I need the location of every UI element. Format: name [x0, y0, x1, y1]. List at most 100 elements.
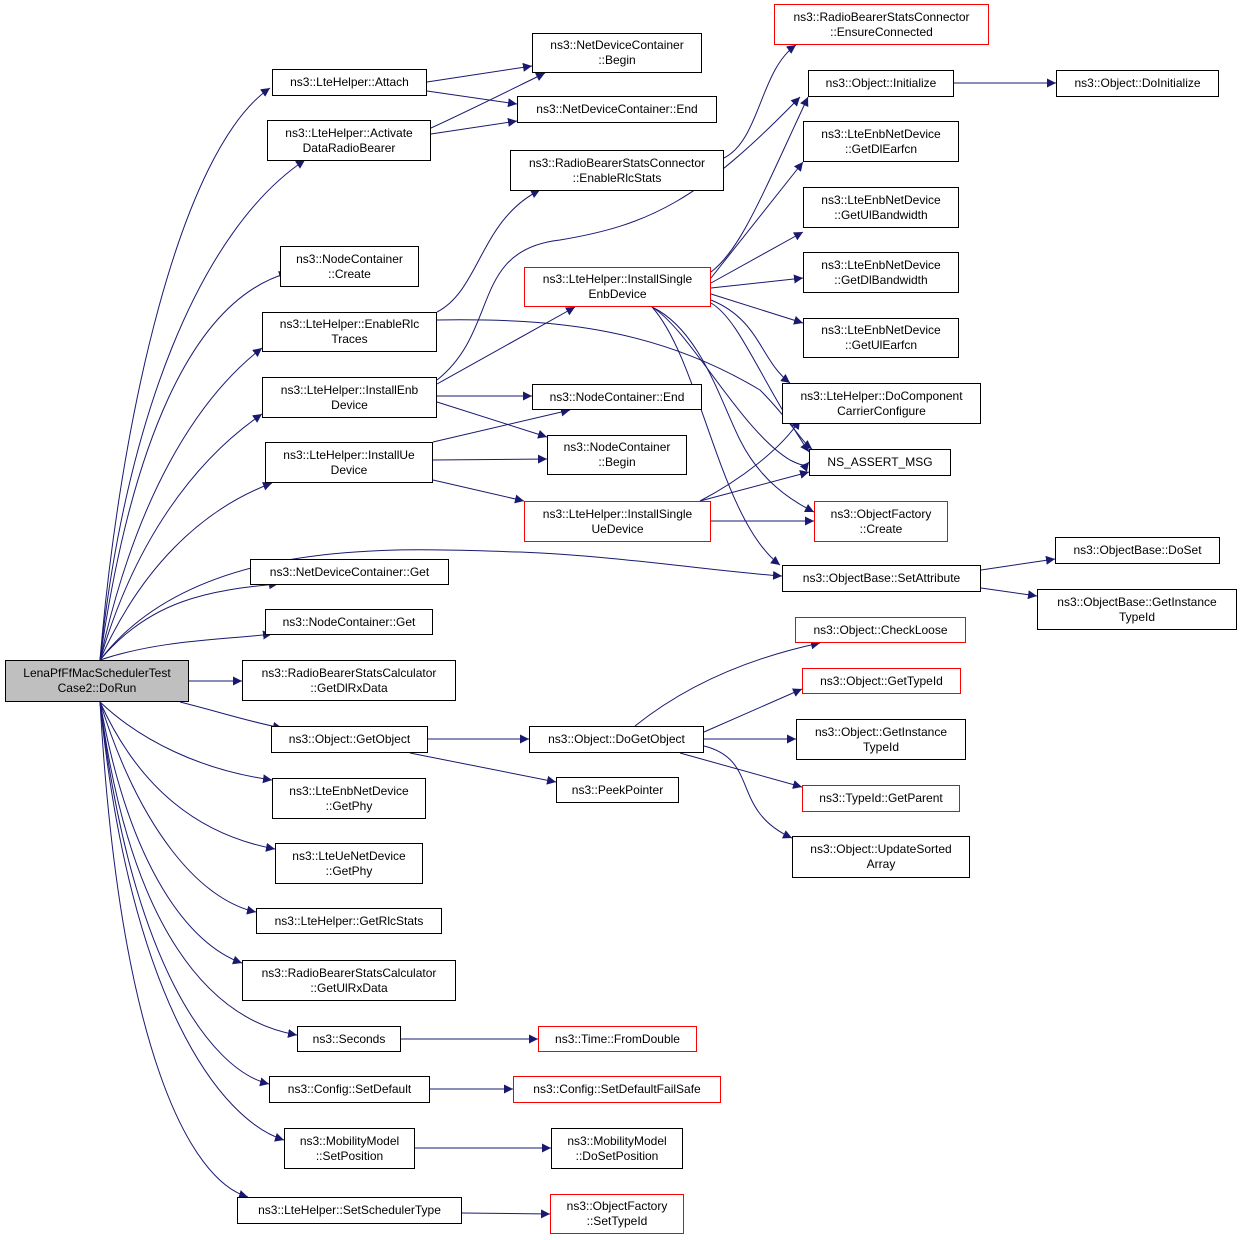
- node-label-line1: ns3::LteHelper::InstallEnb: [280, 382, 419, 397]
- node-nc-end[interactable]: ns3::NodeContainer::End: [532, 384, 702, 410]
- node-objectbase-set-attribute[interactable]: ns3::ObjectBase::SetAttribute: [782, 565, 981, 592]
- node-time-from-double[interactable]: ns3::Time::FromDouble: [538, 1026, 697, 1052]
- node-label-line1: ns3::Object::GetInstance: [814, 724, 948, 739]
- call-edge: [634, 640, 821, 727]
- node-label-line2: ::EnsureConnected: [830, 24, 933, 39]
- node-install-enb-device[interactable]: ns3::LteHelper::InstallEnb Device: [262, 377, 437, 418]
- node-label: ns3::LteHelper::Attach: [290, 75, 409, 89]
- node-config-set-default[interactable]: ns3::Config::SetDefault: [269, 1076, 430, 1103]
- node-object-get-typeid[interactable]: ns3::Object::GetTypeId: [802, 668, 961, 694]
- node-objectbase-doset[interactable]: ns3::ObjectBase::DoSet: [1055, 537, 1220, 564]
- node-label-line2: ::GetUlRxData: [310, 980, 388, 995]
- node-label-line1: ns3::LteHelper::InstallSingle: [542, 272, 693, 286]
- call-edge: [99, 701, 285, 1142]
- node-root-dorun[interactable]: LenaPfFfMacSchedulerTest Case2::DoRun: [5, 660, 189, 702]
- node-label-line1: ns3::LteHelper::InstallSingle: [542, 506, 693, 521]
- node-label-line1: ns3::LteHelper::Activate: [285, 125, 413, 140]
- node-ns-assert-msg[interactable]: NS_ASSERT_MSG: [809, 449, 951, 476]
- call-edge: [703, 688, 803, 733]
- node-ue-get-phy[interactable]: ns3::LteUeNetDevice ::GetPhy: [275, 843, 423, 884]
- node-typeid-get-parent[interactable]: ns3::TypeId::GetParent: [802, 785, 960, 812]
- node-label-line2: ::Begin: [598, 455, 636, 469]
- node-label-line2: ::GetDlRxData: [310, 680, 388, 695]
- node-rbscalc-get-dl-rx-data[interactable]: ns3::RadioBearerStatsCalculator ::GetDlR…: [242, 660, 456, 701]
- node-mobility-set-position[interactable]: ns3::MobilityModel ::SetPosition: [284, 1128, 415, 1169]
- node-label-line1: ns3::ObjectFactory: [566, 1199, 668, 1213]
- node-label-line1: ns3::LteHelper::DoComponent: [800, 388, 963, 403]
- node-objectbase-get-instance-typeid[interactable]: ns3::ObjectBase::GetInstance TypeId: [1037, 589, 1237, 630]
- node-label-line1: ns3::LteEnbNetDevice: [289, 783, 409, 798]
- node-mobility-do-set-position[interactable]: ns3::MobilityModel ::DoSetPosition: [551, 1128, 683, 1169]
- node-seconds[interactable]: ns3::Seconds: [297, 1026, 401, 1052]
- call-edge: [99, 701, 257, 915]
- call-edge: [426, 62, 533, 83]
- call-edge: [710, 299, 791, 384]
- node-config-set-default-fail-safe[interactable]: ns3::Config::SetDefaultFailSafe: [513, 1076, 721, 1103]
- node-ndc-end[interactable]: ns3::NetDeviceContainer::End: [517, 96, 717, 123]
- node-object-get-object[interactable]: ns3::Object::GetObject: [271, 726, 428, 753]
- call-edge: [679, 752, 803, 789]
- node-label-line2: UeDevice: [591, 521, 644, 536]
- call-edge: [710, 96, 809, 273]
- node-lte-helper-activate-drb[interactable]: ns3::LteHelper::Activate DataRadioBearer: [267, 120, 431, 161]
- node-label-line1: ns3::RadioBearerStatsConnector: [528, 155, 706, 170]
- node-install-single-enb-device[interactable]: ns3::LteHelper::InstallSingle EnbDevice: [524, 267, 711, 307]
- call-edge: [980, 555, 1056, 571]
- node-rbsc-enable-rlc-stats[interactable]: ns3::RadioBearerStatsConnector ::EnableR…: [510, 150, 724, 191]
- node-label-line2: ::EnableRlcStats: [572, 170, 662, 185]
- node-lte-helper-attach[interactable]: ns3::LteHelper::Attach: [272, 69, 427, 96]
- node-enb-get-ul-earfcn[interactable]: ns3::LteEnbNetDevice ::GetUlEarfcn: [803, 318, 959, 358]
- node-ndc-get[interactable]: ns3::NetDeviceContainer::Get: [250, 559, 449, 585]
- call-edge: [432, 454, 548, 464]
- node-rbscalc-get-ul-rx-data[interactable]: ns3::RadioBearerStatsCalculator ::GetUlR…: [242, 960, 456, 1001]
- node-nc-begin[interactable]: ns3::NodeContainer ::Begin: [547, 435, 687, 475]
- node-lte-helper-set-scheduler-type[interactable]: ns3::LteHelper::SetSchedulerType: [237, 1197, 462, 1224]
- call-edge: [436, 306, 576, 385]
- node-object-factory-create[interactable]: ns3::ObjectFactory ::Create: [814, 501, 948, 542]
- node-peek-pointer[interactable]: ns3::PeekPointer: [556, 777, 679, 803]
- node-label: ns3::LteHelper::GetRlcStats: [274, 913, 424, 928]
- call-edge: [99, 701, 243, 965]
- node-lte-helper-get-rlc-stats[interactable]: ns3::LteHelper::GetRlcStats: [256, 908, 442, 934]
- node-object-get-instance-typeid[interactable]: ns3::Object::GetInstance TypeId: [796, 719, 966, 760]
- node-label: ns3::NodeContainer::End: [549, 389, 685, 404]
- node-label-line1: ns3::NodeContainer: [296, 251, 403, 266]
- node-label-line1: ns3::ObjectBase::GetInstance: [1057, 594, 1217, 609]
- node-label-line2: ::GetDlEarfcn: [844, 141, 918, 156]
- node-label-line2: Array: [866, 857, 896, 871]
- node-object-factory-set-typeid[interactable]: ns3::ObjectFactory ::SetTypeId: [550, 1194, 684, 1234]
- node-enb-get-ul-bandwidth[interactable]: ns3::LteEnbNetDevice ::GetUlBandwidth: [803, 187, 959, 228]
- call-edge: [432, 479, 525, 504]
- node-nc-get[interactable]: ns3::NodeContainer::Get: [265, 609, 433, 635]
- node-do-component-carrier-configure[interactable]: ns3::LteHelper::DoComponent CarrierConfi…: [782, 383, 981, 424]
- node-rbsc-ensure-connected[interactable]: ns3::RadioBearerStatsConnector ::EnsureC…: [774, 4, 989, 45]
- node-object-check-loose[interactable]: ns3::Object::CheckLoose: [795, 617, 966, 643]
- call-edge: [99, 701, 270, 1087]
- node-label-line1: ns3::LteHelper::InstallUe: [283, 447, 415, 462]
- call-edge: [710, 293, 804, 325]
- call-edge: [461, 1209, 551, 1219]
- call-edge: [99, 701, 276, 852]
- node-object-update-sorted-array[interactable]: ns3::Object::UpdateSorted Array: [792, 836, 970, 878]
- node-label-line2: ::SetPosition: [315, 1148, 384, 1163]
- node-object-do-get-object[interactable]: ns3::Object::DoGetObject: [529, 726, 704, 753]
- node-enb-get-phy[interactable]: ns3::LteEnbNetDevice ::GetPhy: [272, 778, 426, 819]
- node-install-single-ue-device[interactable]: ns3::LteHelper::InstallSingle UeDevice: [524, 501, 711, 542]
- node-label: ns3::Object::DoInitialize: [1074, 76, 1201, 90]
- call-edge: [409, 752, 557, 785]
- call-edge: [699, 469, 810, 502]
- node-ndc-begin[interactable]: ns3::NetDeviceContainer ::Begin: [532, 33, 702, 73]
- node-enb-get-dl-bandwidth[interactable]: ns3::LteEnbNetDevice ::GetDlBandwidth: [803, 252, 959, 293]
- node-object-initialize[interactable]: ns3::Object::Initialize: [808, 70, 954, 97]
- node-object-doinitialize[interactable]: ns3::Object::DoInitialize: [1056, 70, 1219, 97]
- node-enb-get-dl-earfcn[interactable]: ns3::LteEnbNetDevice ::GetDlEarfcn: [803, 121, 959, 162]
- call-edge: [99, 413, 263, 661]
- node-enable-rlc-traces[interactable]: ns3::LteHelper::EnableRlc Traces: [262, 312, 437, 352]
- node-label-line2: ::Create: [328, 266, 371, 281]
- node-nc-create[interactable]: ns3::NodeContainer ::Create: [280, 246, 419, 287]
- node-label: ns3::Time::FromDouble: [555, 1031, 680, 1046]
- node-label: ns3::NodeContainer::Get: [282, 614, 416, 629]
- node-install-ue-device[interactable]: ns3::LteHelper::InstallUe Device: [265, 442, 433, 483]
- call-edge: [99, 481, 273, 661]
